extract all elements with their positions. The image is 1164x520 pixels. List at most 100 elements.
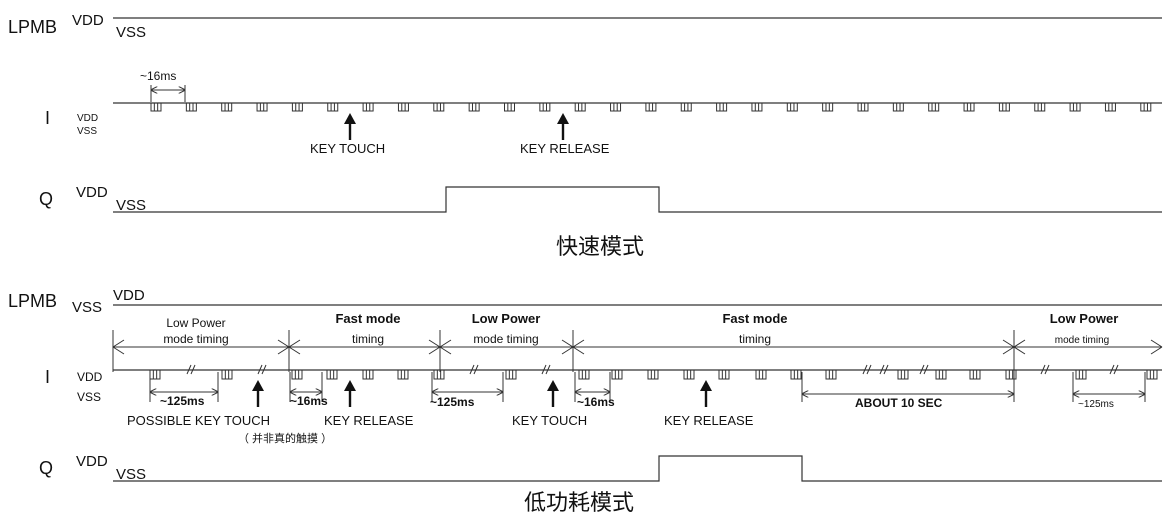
fast-key-release-arrow-icon [557,113,569,140]
lp-i-vdd: VDD [77,370,103,384]
fast-i-pulse [539,103,551,112]
lp-i-pulse [291,370,303,380]
lp-q-vdd: VDD [76,453,108,470]
lp-not-real-touch-note: （ 并非真的触摸 ） [238,431,332,445]
fast-i-pulse [1034,103,1046,112]
lp-mode-caption: 低功耗模式 [524,490,634,515]
lp-i-sleep-mark [1109,364,1119,375]
fast-lpmb-vss: VSS [116,24,146,41]
lp-i-pulse [790,370,802,380]
lp-phase4-line2: timing [739,332,771,346]
lp-i-pulse [1075,370,1087,380]
lp-i-sleep-mark [862,364,872,375]
lp-about-10sec-dim [802,372,1014,402]
lp-lpmb-label: LPMB [8,291,57,311]
lp-possible-key-touch-arrow-icon [252,380,264,407]
lp-125ms-label-3: ~125ms [1078,399,1114,410]
fast-i-pulse [680,103,692,112]
lp-phase3-line1: Low Power [472,311,541,326]
fast-i-pulse [716,103,728,112]
lp-phase5-line2: mode timing [1055,335,1109,346]
fast-i-pulse [645,103,657,112]
lp-i-pulse [397,370,409,380]
fast-i-pulse [822,103,834,112]
lp-possible-key-touch-label: POSSIBLE KEY TOUCH [127,413,270,428]
lp-i-label: I [45,367,50,387]
lp-i-pulse [1146,370,1158,380]
lp-i-pulse [718,370,730,380]
lp-i-sleep-mark [469,364,479,375]
fast-i-pulse [221,103,233,112]
lp-125ms-label-1: ~125ms [160,394,205,408]
lp-i-pulse [611,370,623,380]
fast-key-release-label: KEY RELEASE [520,141,610,156]
fast-i-pulse [928,103,940,112]
fast-i-pulse [150,103,162,112]
lp-phase1-line2: mode timing [163,332,228,346]
lp-lpmb-vdd: VDD [113,287,145,304]
lp-key-release-label-2: KEY RELEASE [664,413,754,428]
lp-key-release-label-1: KEY RELEASE [324,413,414,428]
lp-q-label: Q [39,458,53,478]
lp-125ms-label-2: ~125ms [430,395,475,409]
lp-i-pulse [935,370,947,380]
lp-i-pulse [433,370,445,380]
lp-i-pulse [326,370,338,380]
fast-i-pulse [963,103,975,112]
lp-16ms-dim-1 [290,372,322,402]
lp-i-pulse [505,370,517,380]
lp-i-pulse [825,370,837,380]
fast-i-pulse [433,103,445,112]
lp-125ms-dim-1 [150,372,218,402]
lp-phase2-line1: Fast mode [335,311,400,326]
fast-i-pulse [1104,103,1116,112]
fast-i-pulse [998,103,1010,112]
lp-phase1-line1: Low Power [166,316,225,330]
fast-i-pulse [327,103,339,112]
lp-16ms-label-2: ~16ms [577,395,615,409]
fast-q-vdd: VDD [76,184,108,201]
lp-16ms-dim-2 [575,372,610,402]
fast-period-label: ~16ms [140,69,176,83]
fast-i-pulse [468,103,480,112]
fast-lpmb-label: LPMB [8,17,57,37]
lp-phase4-line1: Fast mode [722,311,787,326]
lp-key-release-arrow-icon-2 [700,380,712,407]
lp-phase-boundaries [112,330,1163,372]
lp-16ms-label-1: ~16ms [290,394,328,408]
fast-q-label: Q [39,189,53,209]
fast-i-label: I [45,108,50,128]
lp-i-pulse [221,370,233,380]
lp-i-pulse [755,370,767,380]
lp-key-touch-label: KEY TOUCH [512,413,587,428]
lp-125ms-dim-3 [1073,372,1145,402]
fast-i-pulse [574,103,586,112]
fast-i-pulse [291,103,303,112]
fast-i-pulse [610,103,622,112]
fast-i-pulse [1069,103,1081,112]
fast-i-vdd: VDD [77,113,98,124]
fast-i-pulse [504,103,515,112]
lp-125ms-dim-2 [432,372,503,402]
lp-i-sleep-mark [879,364,889,375]
fast-q-waveform [113,186,1162,213]
lp-i-pulse [1005,370,1017,380]
fast-mode-caption: 快速模式 [556,234,644,259]
fast-i-pulse [786,103,798,112]
lp-i-pulse [683,370,695,380]
lp-i-pulse-train [149,364,1158,380]
lp-phase3-line2: mode timing [473,332,538,346]
lp-i-pulse [578,370,590,380]
lp-about-10sec-label: ABOUT 10 SEC [855,396,943,410]
lp-i-pulse [647,370,659,380]
fast-i-pulse [857,103,869,112]
lp-i-sleep-mark [541,364,551,375]
lp-i-pulse [149,370,161,380]
fast-i-pulse [1140,103,1152,112]
lp-i-sleep-mark [1040,364,1050,375]
lp-i-pulse [969,370,981,380]
fast-i-vss: VSS [77,126,97,137]
lp-key-release-arrow-icon-1 [344,380,356,407]
lp-i-sleep-mark [186,364,196,375]
